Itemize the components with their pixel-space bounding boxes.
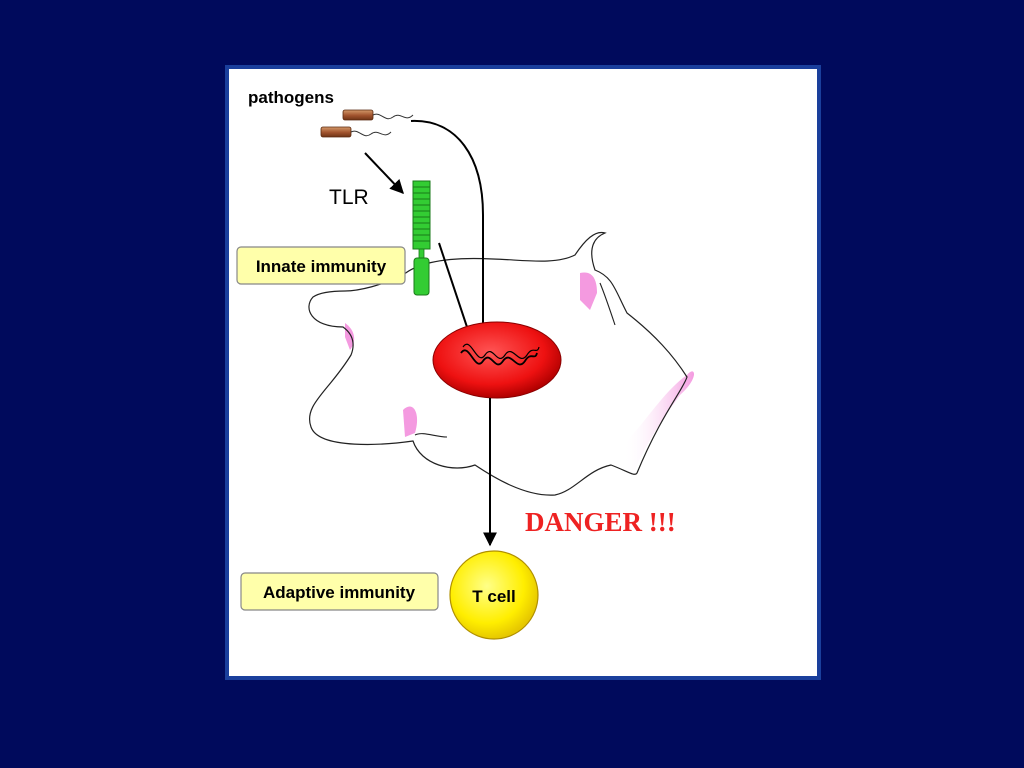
nucleus (432, 321, 562, 399)
pathogen-flagellum (350, 130, 392, 137)
dna-icon (460, 349, 538, 366)
adaptive-immunity-label: Adaptive immunity (263, 583, 416, 602)
danger-label: DANGER !!! (525, 507, 676, 537)
t-cell-label: T cell (472, 587, 515, 606)
innate-immunity-box: Innate immunity (236, 246, 406, 285)
pathogen-icon (320, 126, 352, 138)
membrane-fold (599, 282, 616, 326)
innate-immunity-label: Innate immunity (256, 257, 387, 276)
tlr-receptor (412, 180, 431, 296)
adaptive-immunity-box: Adaptive immunity (240, 572, 439, 611)
innate-adaptive-diagram: pathogens TLR Innate immunity (225, 65, 821, 680)
arrow-pathogen-to-nucleus (410, 119, 490, 342)
pathogens-group (320, 109, 414, 138)
diagram-panel: pathogens TLR Innate immunity (225, 65, 821, 680)
t-cell (449, 550, 539, 640)
dna-strand (462, 343, 540, 359)
cell-membrane (308, 231, 688, 496)
pathogens-label: pathogens (248, 88, 334, 107)
pathogen-flagellum (372, 113, 414, 120)
membrane-fold (414, 433, 448, 438)
arrow-pathogen-to-tlr (364, 152, 404, 195)
pathogen-icon (342, 109, 374, 121)
tlr-label: TLR (329, 186, 369, 209)
